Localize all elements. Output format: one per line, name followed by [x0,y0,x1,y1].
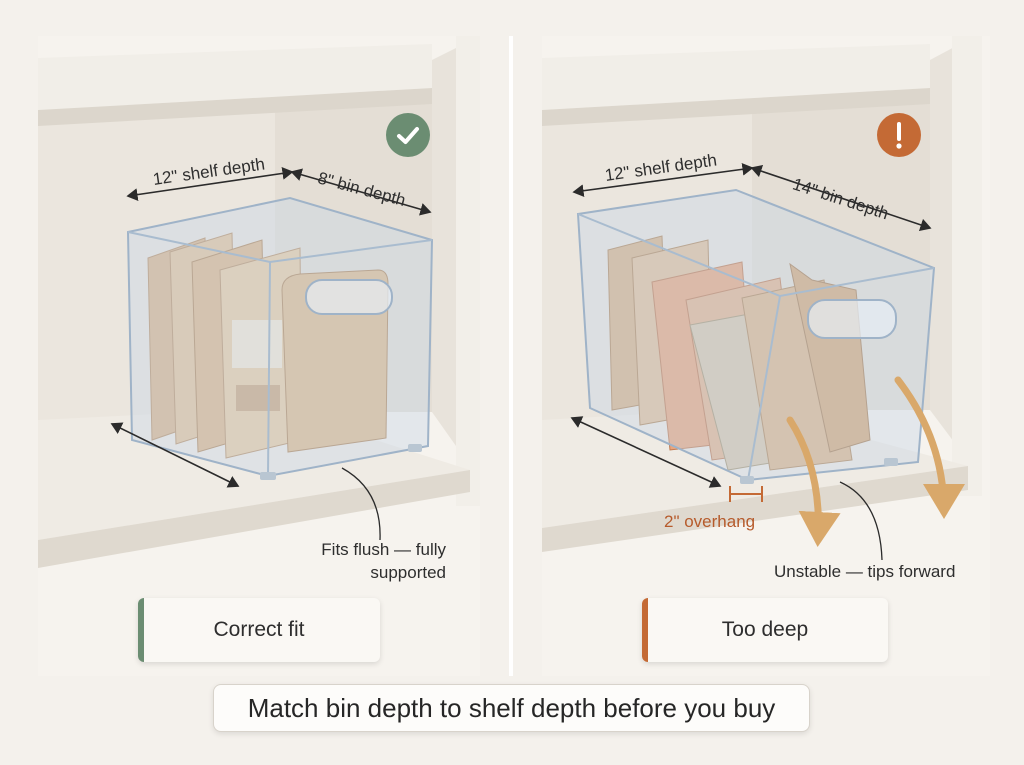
too-deep-card: Too deep [642,598,888,662]
too-deep-label: Too deep [721,618,809,641]
unstable-note: Unstable — tips forward [774,562,956,581]
left-fit-note: Fits flush — fully supported [278,538,446,584]
right-callout-leader [839,481,883,561]
left-bin [126,196,434,480]
left-front-depth-dim [110,422,240,488]
warning-badge [877,113,921,157]
caption-banner: Match bin depth to shelf depth before yo… [213,684,810,732]
overhang-dim [729,486,763,502]
left-shelf-depth-dim [126,167,294,201]
left-bin-depth-dim [290,168,432,216]
too-deep-accent [642,598,648,662]
tip-arrow-right [894,376,965,519]
tip-arrow-left [786,416,841,547]
left-pouches [147,232,389,459]
fit-note-line2: supported [370,563,446,582]
fit-note-line1: Fits flush — fully [321,540,446,559]
correct-badge [386,113,430,157]
check-icon [397,127,419,144]
right-shelf-depth-dim [572,162,754,198]
right-bin [576,188,936,484]
correct-fit-accent [138,598,144,662]
left-callout-leader [341,467,381,541]
correct-fit-card: Correct fit [138,598,380,662]
caption-text: Match bin depth to shelf depth before yo… [247,692,776,723]
overhang-label: 2" overhang [664,512,756,531]
right-bin-depth-dim [750,165,932,231]
right-front-depth-dim [570,416,722,488]
correct-fit-label: Correct fit [213,618,305,641]
exclamation-icon [896,122,902,149]
